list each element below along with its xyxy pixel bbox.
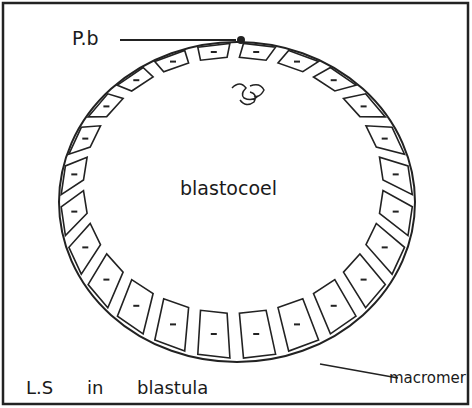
cell (278, 299, 319, 351)
cell (344, 254, 386, 308)
cell (155, 299, 189, 351)
cell (344, 94, 386, 117)
cell (69, 224, 101, 275)
cell-nucleus (71, 211, 77, 213)
cell (88, 94, 123, 117)
polar-body-label: P.b (72, 28, 99, 49)
cell (198, 43, 230, 60)
cell-nucleus (211, 51, 217, 53)
cell (117, 68, 153, 92)
cell-nucleus (133, 79, 139, 81)
cell-nucleus (103, 105, 109, 107)
part-label: macromer (389, 370, 466, 387)
cell-nucleus (82, 246, 88, 248)
leader-line (320, 364, 398, 378)
cell (155, 50, 189, 71)
cell (366, 224, 405, 275)
cell-nucleus (361, 105, 367, 107)
cell-nucleus (211, 333, 217, 335)
cell (380, 157, 413, 195)
cell (314, 68, 357, 92)
cell-nucleus (382, 138, 388, 140)
micromere-scribble (232, 84, 264, 105)
outer-outline (59, 42, 415, 362)
cell-nucleus (253, 51, 259, 53)
cell (88, 254, 123, 308)
cell-nucleus (82, 138, 88, 140)
cell-nucleus (393, 211, 399, 213)
cell-nucleus (361, 279, 367, 281)
cell-nucleus (133, 305, 139, 307)
caption: L.S in blastula (26, 378, 208, 398)
cell-nucleus (382, 246, 388, 248)
cell-nucleus (170, 323, 176, 325)
cell-nucleus (103, 279, 109, 281)
cell-nucleus (170, 61, 176, 63)
cell (117, 280, 153, 334)
cell-nucleus (294, 323, 300, 325)
cell (61, 191, 87, 236)
cell-nucleus (331, 79, 337, 81)
cell (69, 126, 101, 154)
frame-border (3, 3, 468, 404)
cell-nucleus (253, 333, 259, 335)
cell (239, 43, 275, 60)
cavity-label: blastocoel (180, 178, 277, 199)
cell-nucleus (294, 61, 300, 63)
cell (366, 126, 405, 154)
cell (239, 310, 275, 358)
cell (198, 310, 230, 358)
cell-nucleus (71, 173, 77, 175)
polar-body-dot (237, 36, 245, 44)
cell-nucleus (331, 305, 337, 307)
cell-nucleus (393, 173, 399, 175)
cell (314, 280, 357, 334)
leader-line (120, 39, 236, 41)
cell (380, 191, 413, 236)
blastoderm-cells (59, 42, 415, 362)
cell (61, 157, 87, 195)
cell (278, 50, 319, 71)
